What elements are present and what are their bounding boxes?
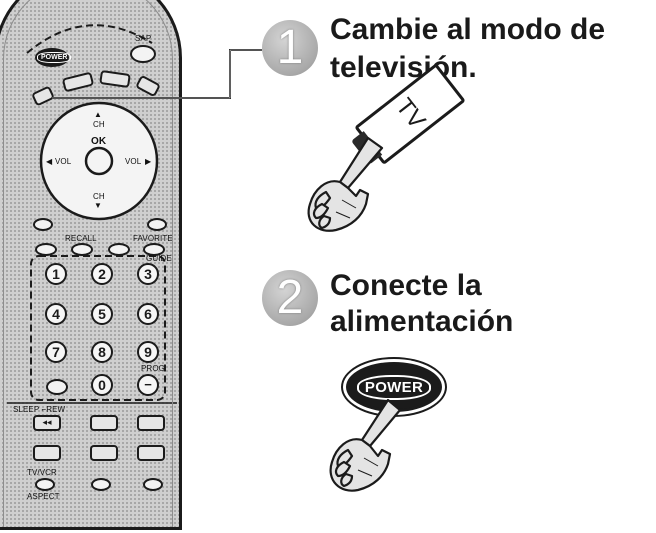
sleep-rew-label: SLEEP ⌐REW xyxy=(13,405,66,414)
favorite-button[interactable] xyxy=(143,243,165,256)
side-button-left[interactable] xyxy=(33,218,53,231)
vol-right-label: VOL xyxy=(125,157,142,166)
digit-9-button[interactable]: 9 xyxy=(137,341,159,363)
prog-label: PROG xyxy=(141,364,165,373)
vol-left-label: VOL xyxy=(55,157,72,166)
tvvcr-label: TV/VCR xyxy=(27,468,57,477)
digit-4-button[interactable]: 4 xyxy=(45,303,67,325)
recall-left-button[interactable] xyxy=(35,243,57,256)
ch-up-label: CH xyxy=(93,120,105,129)
callout-connector xyxy=(52,49,262,99)
step-2-title-line2: alimentación xyxy=(330,305,514,338)
digit-3-button[interactable]: 3 xyxy=(137,263,159,285)
aspect-label: ASPECT xyxy=(27,492,60,501)
ch-down-arrow-icon[interactable]: ▼ xyxy=(94,201,103,210)
digit-1-button[interactable]: 1 xyxy=(45,263,67,285)
ch-down-label: CH xyxy=(93,192,105,201)
play-button[interactable] xyxy=(90,415,118,431)
digit-8-button[interactable]: 8 xyxy=(91,341,113,363)
ok-label: OK xyxy=(91,136,107,147)
rec-button[interactable] xyxy=(33,445,61,461)
step-1-title-line2: televisión. xyxy=(330,51,477,84)
digit-6-button[interactable]: 6 xyxy=(137,303,159,325)
remote-control: POWER SAP ▲ CH OK ◀ VOL VOL ▶ CH ▼ RECAL… xyxy=(0,0,182,530)
ent-button[interactable] xyxy=(46,379,68,395)
digit-0-button[interactable]: 0 xyxy=(91,374,113,396)
recall-label: RECALL xyxy=(65,234,97,243)
vol-right-arrow-icon[interactable]: ▶ xyxy=(145,157,152,166)
power-button-icon: POWER xyxy=(346,362,442,412)
vol-left-arrow-icon[interactable]: ◀ xyxy=(46,157,53,166)
step-1-number: 1 xyxy=(262,20,318,76)
sap-button[interactable] xyxy=(130,45,156,63)
recall-button[interactable] xyxy=(71,243,93,256)
rewind-button[interactable]: ◂◂ xyxy=(33,415,61,431)
stop-button[interactable] xyxy=(90,445,118,461)
digit-7-button[interactable]: 7 xyxy=(45,341,67,363)
remote-outline-decor xyxy=(7,24,177,404)
guide-label: GUIDE xyxy=(146,254,172,263)
power-button-small[interactable]: POWER xyxy=(35,48,72,67)
step-2-number: 2 xyxy=(262,270,318,326)
digit-5-button[interactable]: 5 xyxy=(91,303,113,325)
step-1-title-line1: Cambie al modo de xyxy=(330,13,606,46)
digit-2-button[interactable]: 2 xyxy=(91,263,113,285)
favorite-label: FAVORITE xyxy=(133,234,173,243)
hand-pointer-icon xyxy=(307,136,384,232)
tvvcr-button[interactable] xyxy=(35,478,55,491)
ch-up-arrow-icon[interactable]: ▲ xyxy=(94,110,103,119)
favorite-left-button[interactable] xyxy=(108,243,130,256)
bottom-button-3[interactable] xyxy=(143,478,163,491)
hand-pointer-icon-2 xyxy=(329,398,402,492)
sap-label: SAP xyxy=(135,34,152,43)
pause-button[interactable] xyxy=(137,445,165,461)
prog-minus-button[interactable]: − xyxy=(137,374,159,396)
bottom-button-2[interactable] xyxy=(91,478,111,491)
side-button-right[interactable] xyxy=(147,218,167,231)
step-2-title-line1: Conecte la xyxy=(330,269,482,302)
power-button-label: POWER xyxy=(356,374,432,400)
ff-button[interactable] xyxy=(137,415,165,431)
